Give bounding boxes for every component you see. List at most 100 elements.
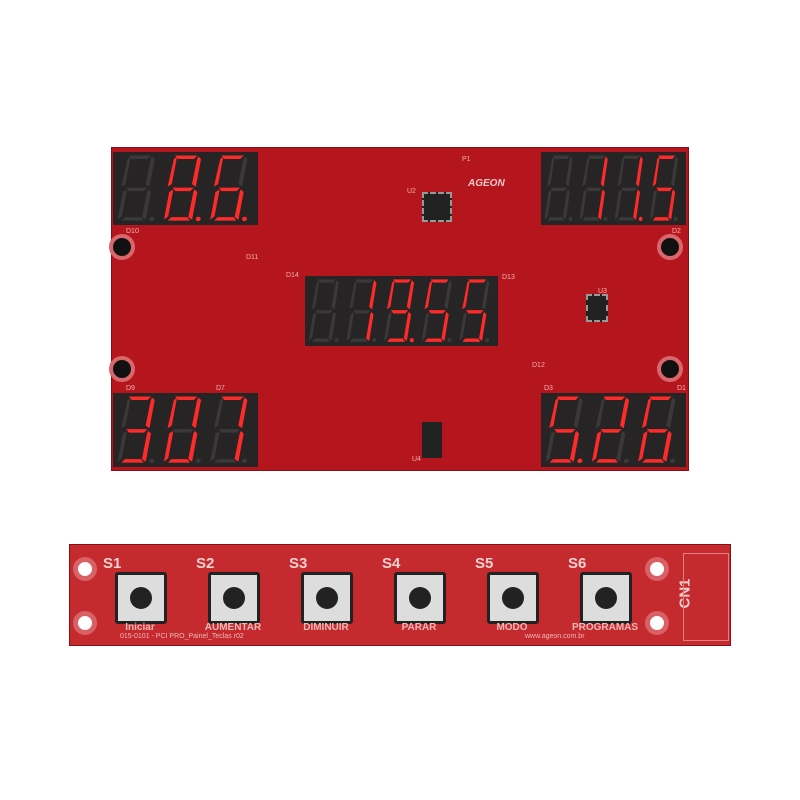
segment — [582, 217, 600, 221]
segment — [191, 156, 202, 187]
label-u3: U3 — [598, 288, 607, 295]
segment — [616, 430, 626, 462]
display-bottom-left — [113, 393, 258, 467]
segment — [652, 156, 660, 187]
switch-label: PROGRAMAS — [571, 622, 639, 633]
segment — [633, 189, 641, 220]
segment — [444, 280, 452, 310]
segment — [595, 397, 606, 429]
display-center — [305, 276, 498, 346]
segment — [126, 429, 148, 433]
segment — [121, 397, 131, 429]
segment — [588, 155, 605, 159]
segment — [218, 429, 241, 433]
segment — [393, 279, 412, 283]
label-d2: D2 — [672, 228, 681, 235]
digit — [117, 155, 155, 222]
segment — [551, 187, 568, 192]
mount-hole — [657, 234, 683, 260]
mount-hole — [109, 356, 135, 382]
switch-button-iniciar[interactable] — [115, 572, 167, 624]
segment — [403, 311, 412, 341]
segment — [569, 430, 580, 462]
segment — [595, 459, 619, 463]
segment — [466, 310, 484, 314]
decimal-point — [669, 458, 676, 464]
segment — [213, 156, 224, 187]
switch-button-programas[interactable] — [580, 572, 632, 624]
segment — [221, 155, 244, 159]
segment — [600, 429, 622, 433]
segment — [641, 397, 652, 429]
segment — [353, 310, 371, 314]
segment — [652, 217, 670, 221]
segment — [462, 338, 481, 342]
segment — [117, 430, 128, 462]
segment — [430, 279, 449, 283]
decimal-point — [568, 216, 573, 222]
label-d12: D12 — [532, 362, 545, 369]
decimal-point — [149, 458, 155, 464]
segment — [214, 459, 237, 463]
segment — [366, 311, 374, 341]
label-u4: U4 — [412, 456, 421, 463]
segment — [428, 310, 446, 314]
digit — [383, 279, 415, 343]
digit — [459, 279, 490, 343]
segment — [234, 189, 244, 220]
segment — [562, 189, 570, 220]
segment — [646, 429, 669, 433]
segment — [671, 156, 678, 187]
label-d3: D3 — [544, 385, 553, 392]
segment — [172, 187, 194, 192]
mount-hole — [109, 234, 135, 260]
switch-button-parar[interactable] — [394, 572, 446, 624]
segment — [547, 156, 555, 187]
segment — [331, 280, 339, 310]
segment — [175, 396, 198, 401]
segment — [213, 397, 224, 429]
segment — [210, 189, 220, 220]
segment — [621, 187, 638, 192]
decimal-point — [195, 458, 201, 464]
segment — [600, 156, 608, 187]
label-d13: D13 — [502, 274, 515, 281]
decimal-point — [195, 216, 201, 222]
decimal-point — [241, 458, 248, 464]
digit — [210, 396, 248, 464]
segment — [328, 311, 336, 341]
switch-button-aumentar[interactable] — [208, 572, 260, 624]
label-p1: P1 — [462, 156, 471, 163]
decimal-point — [409, 338, 414, 343]
segment — [662, 430, 672, 462]
digit — [649, 155, 678, 222]
segment — [210, 430, 220, 462]
digit — [421, 279, 452, 343]
segment — [317, 279, 336, 283]
segment — [668, 189, 676, 220]
switch-label: AUMENTAR — [204, 622, 262, 633]
segment — [315, 310, 333, 314]
segment — [349, 338, 368, 342]
segment — [547, 217, 565, 221]
switch-button-modo[interactable] — [487, 572, 539, 624]
segment — [552, 155, 570, 159]
segment — [214, 217, 237, 221]
mount-hole — [645, 611, 669, 635]
switch-label: PARAR — [401, 622, 437, 633]
segment — [424, 280, 433, 310]
segment — [478, 311, 487, 341]
decimal-point — [638, 216, 643, 222]
segment — [346, 311, 355, 341]
segment — [582, 156, 590, 187]
decimal-point — [334, 338, 339, 343]
segment — [617, 217, 635, 221]
segment — [355, 279, 374, 283]
digit — [117, 396, 155, 464]
switch-ref: S3 — [289, 555, 308, 572]
segment — [635, 156, 643, 187]
display-top-left — [113, 152, 258, 225]
switch-button-diminuir[interactable] — [301, 572, 353, 624]
label-d1: D1 — [677, 385, 686, 392]
